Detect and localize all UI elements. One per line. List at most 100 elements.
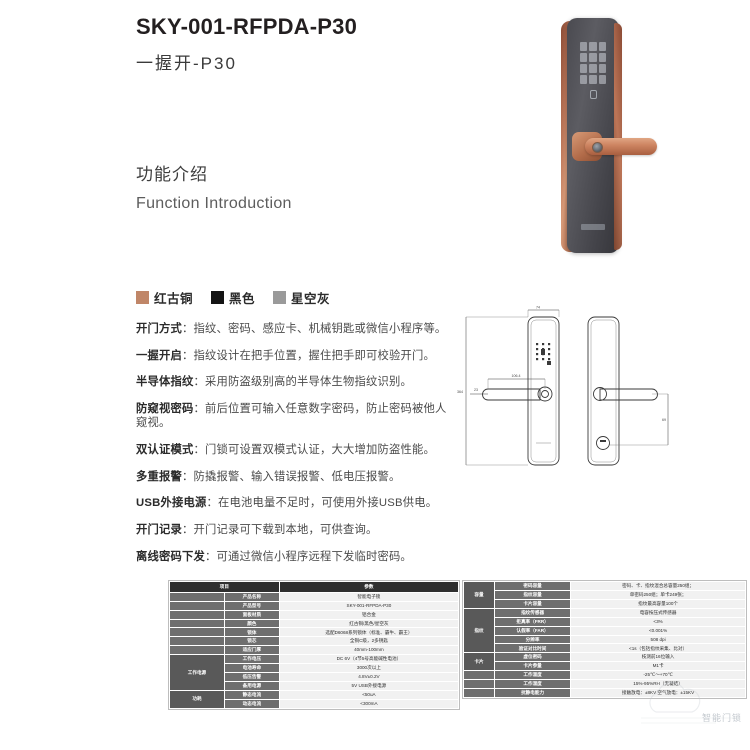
spec-row-value: 选配D6068系列锁体（标准、霸牛、霸王）	[278, 627, 460, 638]
spec-group-spacer	[169, 645, 225, 656]
spec-row-label: 电池寿命	[223, 663, 280, 674]
color-label: 黑色	[229, 292, 256, 306]
color-option-black[interactable]: 黑色	[211, 288, 255, 307]
spec-row-label: 密码容量	[494, 581, 572, 591]
color-label: 红古铜	[154, 292, 194, 306]
spec-group-spacer	[462, 688, 496, 698]
spec-row-value: SKY-001-RFPDA-P30	[278, 600, 460, 611]
spec-row-label: 锁芯	[223, 636, 280, 647]
spec-row-value: 508 dpi	[570, 634, 746, 645]
spec-row-label: 动态电流	[223, 698, 280, 709]
feature-description: 前后位置可输入任意数字密码，防止密码被他人窥视。	[136, 403, 447, 430]
spec-row-value: 密码、卡、指纹混合总容量250组；	[570, 581, 746, 591]
spec-header-cell: 参数	[278, 581, 460, 593]
spec-group-label: 容量	[462, 581, 496, 609]
spec-row-value: 单密码250组；单卡249张；	[570, 589, 746, 600]
spec-row-value: <300mA	[278, 698, 460, 709]
spec-row-value: 4.8V±0.2V	[278, 672, 460, 682]
color-swatch-red-bronze	[136, 291, 149, 304]
feature-item: 一握开启：指纹设计在把手位置，握住把手即可校验开门。	[136, 349, 456, 363]
spec-row: 指纹容量单密码250组；单卡249张；	[464, 589, 746, 600]
spec-row-label: 产品型号	[223, 600, 280, 611]
spec-row: 颜色红古铜/黑色/星空灰	[169, 618, 460, 629]
feature-item: 防窥视密码：前后位置可输入任意数字密码，防止密码被他人窥视。	[136, 402, 456, 430]
color-option-red-bronze[interactable]: 红古铜	[136, 288, 193, 307]
spec-row-label: 卡片参量	[494, 661, 572, 672]
spec-row: 抗静电能力接触放电：±8KV 空气放电：±15KV	[462, 688, 746, 698]
spec-row: 面板材质铝合金	[169, 609, 460, 620]
feature-description: 开门记录可下载到本地，可供查询。	[193, 524, 378, 537]
spec-row-value: DC 6V（4节5号高能碱性电池）	[278, 654, 460, 665]
spec-row-label: 面板材质	[223, 609, 280, 620]
spec-row: 产品名称智能电子锁	[169, 591, 460, 602]
spec-group-label: 工作电源	[169, 654, 225, 691]
product-model-code: SKY-001-RFPDA-P30	[136, 14, 358, 39]
section-title-en: Function Introduction	[136, 195, 292, 212]
feature-separator: ：	[204, 550, 217, 563]
spec-header-cell: 项目	[169, 581, 280, 593]
spec-row-label: 工作电压	[223, 654, 280, 665]
spec-group-label: 功耗	[169, 689, 225, 709]
feature-key: 开门记录	[136, 524, 182, 537]
power-button-icon	[590, 90, 597, 99]
spec-row-value: 指纹最高容量100个	[570, 598, 746, 609]
spec-row: 验证对比时间<1s（包括指纹采集、比对）	[464, 643, 746, 654]
feature-description: 指纹、密码、感应卡、机械钥匙或微信小程序等。	[193, 323, 447, 335]
spec-row-value: 红古铜/黑色/星空灰	[278, 618, 460, 629]
feature-key: 半导体指纹	[136, 376, 194, 389]
spec-row-value: 接触放电：±8KV 空气放电：±15KV	[570, 688, 746, 698]
spec-group-spacer	[462, 670, 496, 681]
feature-description: 指纹设计在把手位置，握住把手即可校验开门。	[193, 349, 435, 362]
color-option-starry-gray[interactable]: 星空灰	[273, 288, 330, 307]
spec-row-label: 颜色	[223, 618, 280, 629]
spec-row-label: 产品名称	[223, 591, 280, 602]
feature-item: 离线密码下发：可通过微信小程序远程下发临时密码。	[136, 550, 456, 564]
spec-row-value: 全铜C级，2多钥匙	[278, 636, 460, 647]
spec-row-value: 3000次以上	[278, 663, 460, 674]
spec-row: 容量密码容量密码、卡、指纹混合总容量250组；	[462, 581, 746, 609]
spec-row: 锁体选配D6068系列锁体（标准、霸牛、霸王）	[169, 627, 460, 638]
spec-table-right: 容量密码容量密码、卡、指纹混合总容量250组；指纹容量单密码250组；单卡249…	[462, 580, 747, 699]
feature-item: 半导体指纹：采用防盗级别高的半导体生物指纹识别。	[136, 375, 456, 389]
color-options: 红古铜 黑色 星空灰	[136, 288, 330, 307]
spec-row-label: 认假率（FAR）	[494, 625, 572, 636]
spec-row-label: 低压告警	[223, 672, 280, 682]
spec-row-label: 拒真率（FRR）	[494, 616, 572, 627]
spec-row-label: 工作温度	[494, 670, 572, 681]
feature-separator: ：	[193, 376, 205, 389]
spec-row: 工作温度-25℃～+70℃	[462, 670, 746, 681]
feature-description: 可通过微信小程序远程下发临时密码。	[216, 550, 412, 563]
spec-row: 锁芯全铜C级，2多钥匙	[169, 636, 460, 647]
spec-row-value: <1s（包括指纹采集、比对）	[570, 643, 746, 654]
spec-group-spacer	[169, 591, 225, 602]
spec-group-label: 卡片	[462, 652, 496, 672]
feature-separator: ：	[193, 443, 205, 456]
keypad-icon	[578, 40, 608, 86]
feature-item: 开门记录：开门记录可下载到本地，可供查询。	[136, 523, 456, 537]
spec-row-value: 智能电子锁	[278, 591, 460, 602]
spec-row: 功耗静态电流<50uA	[169, 689, 460, 709]
spec-row-value: M1卡	[570, 661, 746, 672]
spec-row: 拒真率（FRR）<3%	[464, 616, 746, 627]
feature-separator: ：	[182, 323, 194, 335]
fingerprint-sensor-icon	[592, 142, 603, 153]
feature-separator: ：	[193, 403, 205, 416]
feature-key: 双认证模式	[136, 443, 194, 456]
watermark-label: 智能门锁	[701, 713, 742, 723]
spec-row-label: 锁体	[223, 627, 280, 638]
spec-row: 卡片容量指纹最高容量100个	[464, 598, 746, 609]
feature-separator: ：	[206, 497, 218, 510]
feature-key: 开门方式	[136, 323, 182, 335]
feature-description: 防撬报警、输入错误报警、低电压报警。	[193, 470, 401, 483]
brand-logo	[581, 224, 605, 230]
feature-item: 多重报警：防撬报警、输入错误报警、低电压报警。	[136, 470, 456, 484]
feature-separator: ：	[182, 524, 194, 537]
feature-item: 双认证模式：门锁可设置双模式认证，大大增加防盗性能。	[136, 443, 456, 457]
spec-row-label: 指纹容量	[494, 589, 572, 600]
product-photo	[545, 18, 665, 268]
